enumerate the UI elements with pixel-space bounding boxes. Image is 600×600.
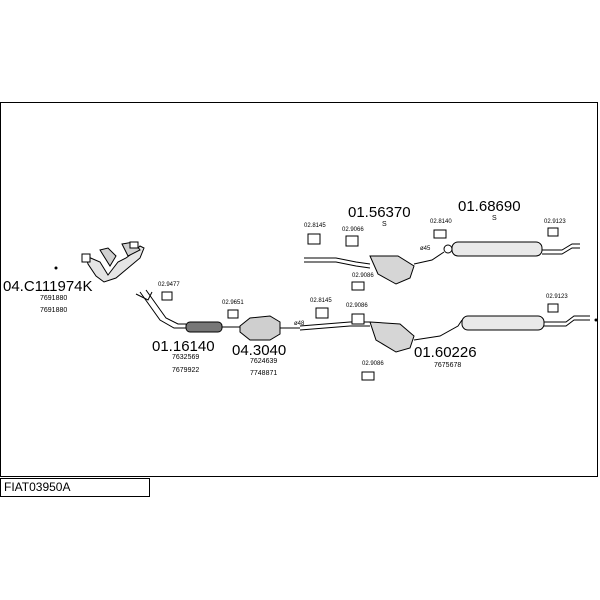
marker-dot bbox=[594, 318, 598, 322]
part-number-front-pipe: 01.16140 bbox=[152, 338, 215, 355]
ref-rear-silencer: 7675678 bbox=[434, 362, 462, 369]
ref-front-pipe-1: 7632569 bbox=[172, 354, 200, 361]
diagram-frame bbox=[0, 102, 598, 477]
ref-front-pipe-2: 7679922 bbox=[172, 367, 200, 374]
fitting-label: 02.9086 bbox=[346, 303, 368, 309]
fitting-label: 02.8145 bbox=[310, 298, 332, 304]
ref-manifold-1: 7691880 bbox=[40, 295, 68, 302]
manifold-drawing bbox=[81, 241, 145, 283]
fitting-label: 02.9066 bbox=[342, 227, 364, 233]
ref-catalyst-1: 7624639 bbox=[250, 358, 278, 365]
rear-silencer-drawing bbox=[369, 315, 590, 353]
fitting-label: 02.8140 bbox=[430, 219, 452, 225]
fitting-label: 02.9651 bbox=[222, 300, 244, 306]
part-number-upper-rear-silencer: 01.68690 bbox=[458, 198, 521, 215]
fitting-label: 02.8145 bbox=[304, 223, 326, 229]
pipe-diameter-label: ø48 bbox=[294, 321, 305, 327]
part-number-rear-silencer: 01.60226 bbox=[414, 344, 477, 361]
fitting-label: 02.9086 bbox=[362, 361, 384, 367]
marker-dot bbox=[54, 266, 58, 270]
catalyst-drawing bbox=[239, 315, 370, 341]
part-number-upper-mid-silencer: 01.56370 bbox=[348, 204, 411, 221]
diagram-code: FIAT03950A bbox=[4, 480, 71, 494]
fitting-label: 02.9086 bbox=[352, 273, 374, 279]
fitting-label: 02.9123 bbox=[544, 219, 566, 225]
ref-catalyst-2: 7748871 bbox=[250, 370, 278, 377]
upper-line-drawing bbox=[304, 241, 580, 285]
fitting-label: 02.9123 bbox=[546, 294, 568, 300]
front-pipe-drawing bbox=[135, 289, 240, 333]
pipe-diameter-label: ø45 bbox=[420, 246, 431, 252]
part-number-manifold: 04.C111974K bbox=[3, 278, 93, 295]
fitting-label: 02.9477 bbox=[158, 282, 180, 288]
diagram-code-box: FIAT03950A bbox=[0, 478, 150, 497]
part-number-catalyst: 04.3040 bbox=[232, 342, 287, 359]
hanger-drawings bbox=[161, 227, 559, 381]
ref-manifold-2: 7691880 bbox=[40, 307, 68, 314]
note-upper-rear-silencer: S bbox=[492, 215, 497, 222]
note-upper-mid-silencer: S bbox=[382, 221, 387, 228]
